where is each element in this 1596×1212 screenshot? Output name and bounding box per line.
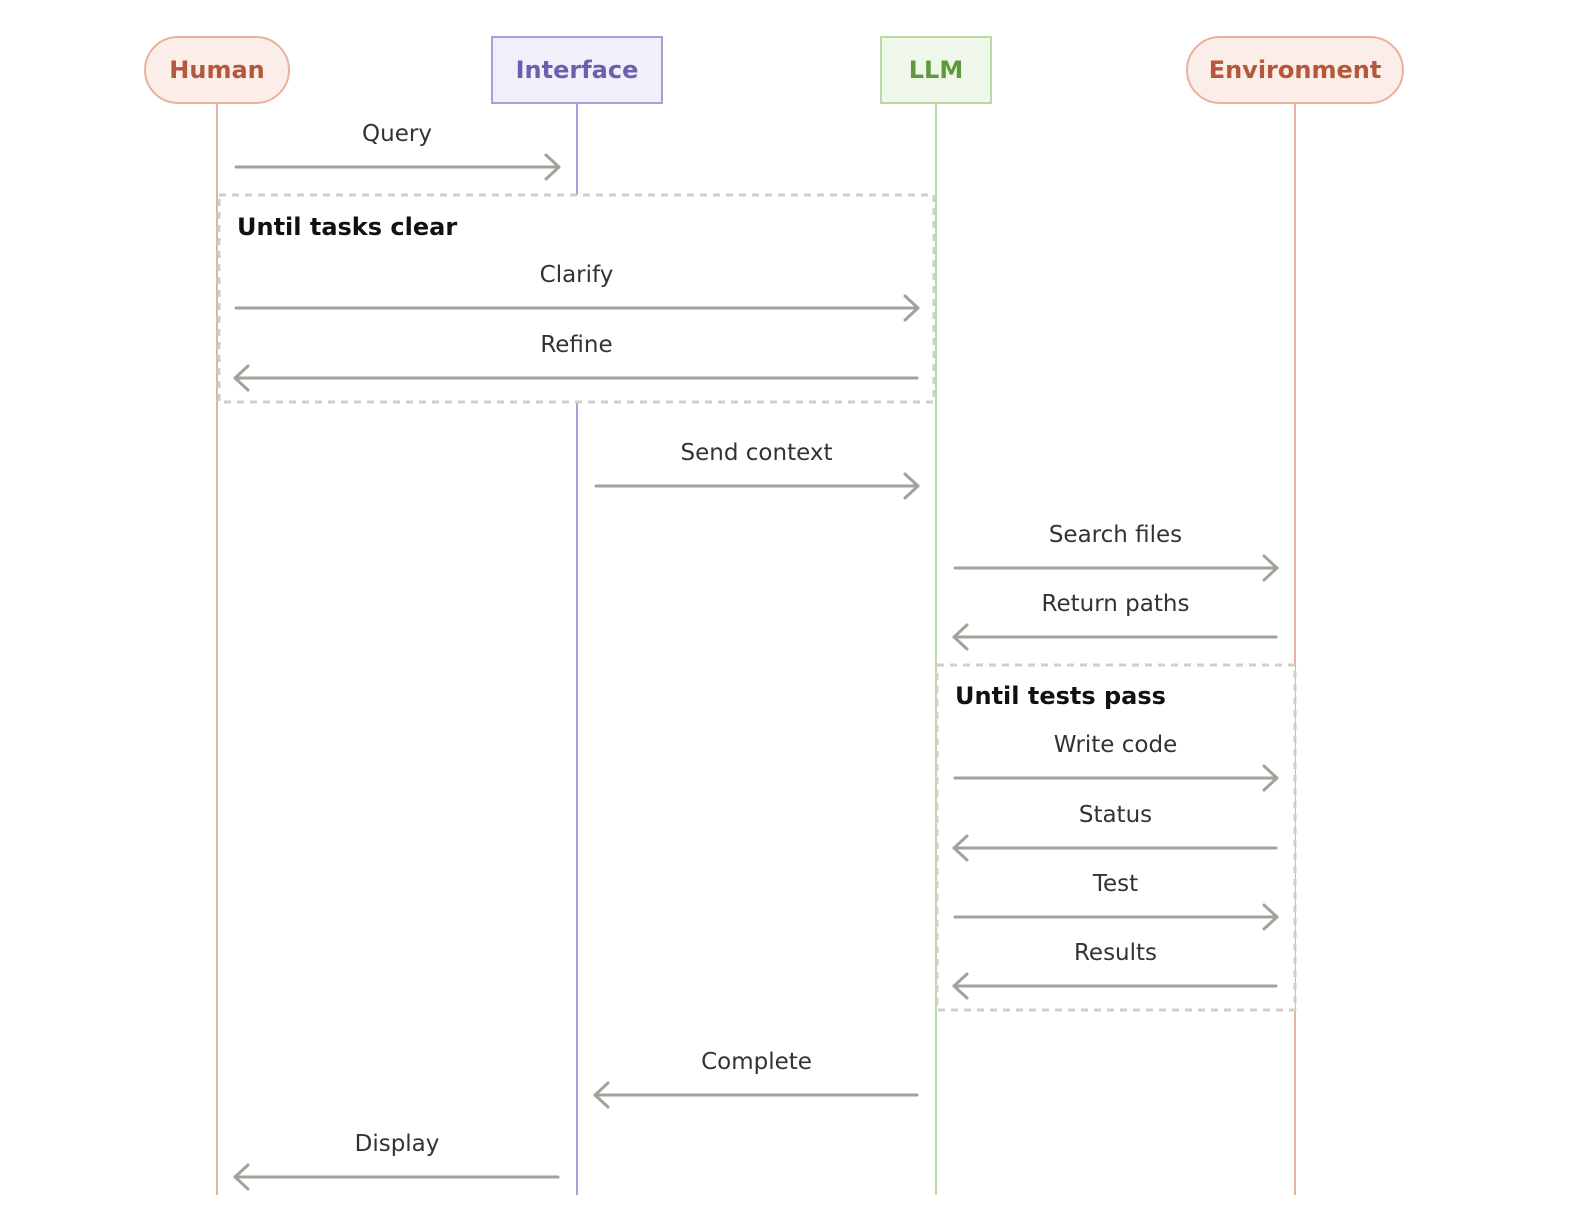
arrowhead — [1262, 764, 1279, 792]
participant-box — [491, 36, 663, 104]
message-status: Status — [952, 802, 1278, 862]
message-label: Return paths — [1042, 591, 1190, 617]
participant-label: Human — [169, 56, 264, 84]
message-label: Status — [1079, 802, 1152, 828]
message-label: Write code — [1054, 732, 1178, 758]
participant-interface: Interface — [491, 36, 663, 104]
message-display: Display — [233, 1131, 560, 1191]
message-query: Query — [234, 121, 561, 181]
loop-tests-pass: Until tests pass — [935, 663, 1297, 1012]
message-send-context: Send context — [594, 440, 920, 500]
arrowhead — [952, 972, 969, 1000]
message-label: Refine — [540, 332, 612, 358]
message-results: Results — [952, 940, 1278, 1000]
message-label: Clarify — [540, 262, 614, 288]
loop-tasks-clear: Until tasks clear — [217, 193, 936, 404]
participant-box — [1186, 36, 1404, 104]
participant-label: Environment — [1209, 56, 1382, 84]
loop-frame — [935, 663, 1297, 1012]
arrowhead — [903, 294, 920, 322]
participant-label: LLM — [909, 56, 963, 84]
arrowhead — [952, 623, 969, 651]
arrowhead — [952, 834, 969, 862]
message-label: Complete — [701, 1049, 812, 1075]
message-label: Send context — [681, 440, 833, 466]
message-test: Test — [953, 871, 1279, 931]
message-refine: Refine — [233, 332, 919, 392]
message-return-paths: Return paths — [952, 591, 1278, 651]
loop-title: Until tasks clear — [237, 213, 457, 241]
participant-box — [144, 36, 290, 104]
arrowhead — [233, 1163, 250, 1191]
arrowhead — [544, 153, 561, 181]
loop-frame — [217, 193, 936, 404]
participant-box — [880, 36, 992, 104]
message-search-files: Search files — [953, 522, 1279, 582]
loop-title: Until tests pass — [955, 682, 1166, 710]
participant-label: Interface — [516, 56, 639, 84]
arrowhead — [593, 1081, 610, 1109]
participant-heads: Human Interface LLM Environment — [144, 36, 1404, 104]
arrowhead — [233, 364, 250, 392]
message-label: Search files — [1049, 522, 1182, 548]
message-label: Test — [1092, 871, 1138, 897]
participant-human: Human — [144, 36, 290, 104]
participant-llm: LLM — [880, 36, 992, 104]
participant-environment: Environment — [1186, 36, 1404, 104]
arrowhead — [1262, 554, 1279, 582]
message-label: Results — [1074, 940, 1157, 966]
message-label: Query — [362, 121, 432, 147]
message-write-code: Write code — [953, 732, 1279, 792]
message-clarify: Clarify — [234, 262, 920, 322]
message-complete: Complete — [593, 1049, 919, 1109]
message-label: Display — [355, 1131, 440, 1157]
arrowhead — [1262, 903, 1279, 931]
arrowhead — [903, 472, 920, 500]
